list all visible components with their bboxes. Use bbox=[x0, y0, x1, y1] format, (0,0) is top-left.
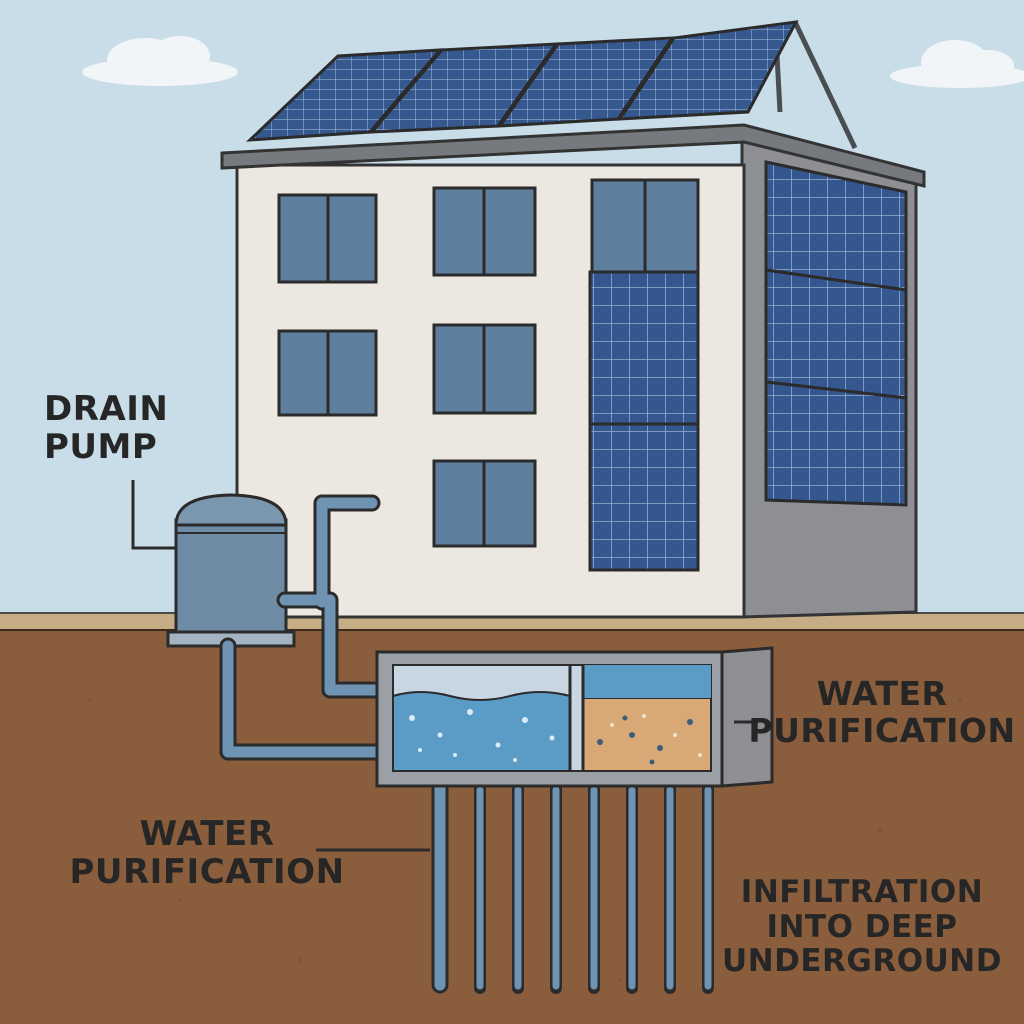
roof-slab bbox=[220, 123, 926, 188]
drain-pump bbox=[166, 493, 296, 648]
infiltration-label-line-1: INFILTRATION bbox=[740, 874, 984, 910]
drain-pump-label-line-2: PUMP bbox=[44, 427, 158, 468]
water-purification-right-line-1: WATER bbox=[816, 674, 948, 713]
facade-solar-front bbox=[588, 270, 700, 572]
infiltration-label-line-2: INTO DEEP bbox=[766, 908, 958, 945]
cloud-left bbox=[82, 36, 238, 86]
infiltration-label-line-3: UNDERGROUND bbox=[722, 943, 1002, 980]
water-purification-right-line-2: PURIFICATION bbox=[748, 710, 1016, 750]
water-purification-label-right: WATER PURIFICATION bbox=[742, 674, 1022, 750]
infiltration-tubes bbox=[474, 782, 714, 994]
drain-pump-label: DRAIN PUMP bbox=[44, 390, 204, 466]
water-purification-left-line-2: PURIFICATION bbox=[69, 852, 345, 893]
pipes bbox=[219, 494, 449, 994]
cloud-right bbox=[890, 40, 1024, 88]
water-purification-label-left: WATER PURIFICATION bbox=[62, 815, 352, 891]
water-purification-left-line-1: WATER bbox=[139, 814, 275, 854]
drain-pump-label-line-1: DRAIN bbox=[44, 389, 169, 429]
roof-panel-frame bbox=[774, 20, 858, 150]
facade-solar-side bbox=[764, 160, 908, 507]
drain-pump-leader bbox=[131, 480, 176, 550]
infiltration-label: INFILTRATION INTO DEEP UNDERGROUND bbox=[712, 875, 1012, 979]
purification-tank bbox=[375, 646, 774, 788]
roof-solar-array bbox=[245, 20, 799, 142]
